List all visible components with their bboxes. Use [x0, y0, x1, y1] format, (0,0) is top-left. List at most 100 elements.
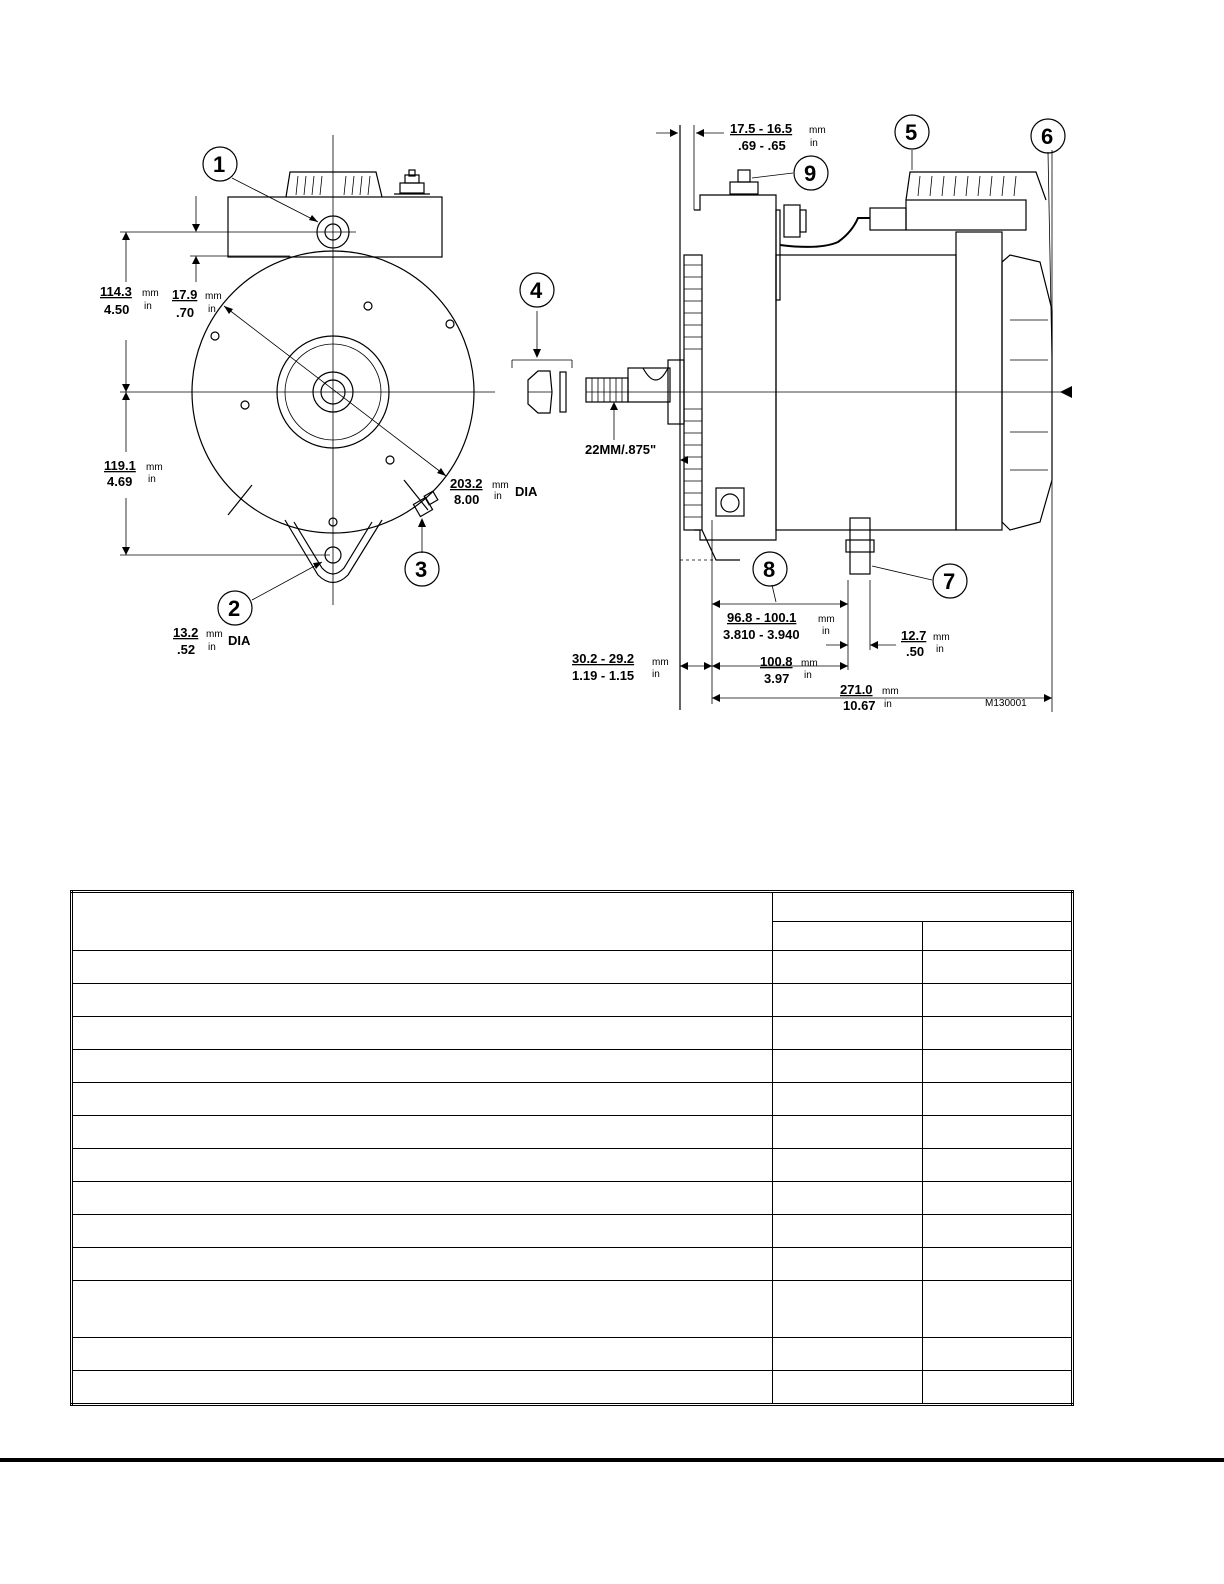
svg-text:5: 5	[905, 120, 917, 145]
svg-text:.69 - .65: .69 - .65	[738, 138, 786, 153]
table-row	[71, 950, 1074, 984]
dim-shaft-size: 22MM/.875"	[585, 442, 656, 457]
dim-diameter: 203.2 mm DIA 8.00 in	[450, 476, 538, 507]
svg-text:mm: mm	[206, 629, 223, 640]
alternator-dimension-drawing: 114.3 mm 4.50 in 17.9 mm .70 in 119.1 mm…	[100, 114, 1072, 713]
svg-text:4.50: 4.50	[104, 302, 129, 317]
svg-text:12.7: 12.7	[901, 628, 926, 643]
dim-30: 30.2 - 29.2 mm 1.19 - 1.15 in	[572, 651, 669, 683]
svg-text:in: in	[652, 669, 660, 680]
table-row	[71, 1337, 1074, 1371]
svg-text:17.9: 17.9	[172, 287, 197, 302]
table-row	[71, 1148, 1074, 1182]
dim-17: 17.9 mm .70 in	[172, 287, 222, 320]
svg-text:DIA: DIA	[515, 484, 538, 499]
table-header-cell	[921, 921, 1074, 951]
dim-100: 100.8 mm 3.97 in	[760, 654, 818, 686]
svg-text:13.2: 13.2	[173, 625, 198, 640]
side-regulator-fins	[905, 171, 1047, 231]
svg-text:1.19 - 1.15: 1.19 - 1.15	[572, 668, 634, 683]
svg-text:in: in	[822, 626, 830, 637]
side-terminal-stud	[729, 169, 807, 238]
callout-9: 9	[793, 155, 829, 191]
table-row	[71, 1082, 1074, 1116]
svg-text:DIA: DIA	[228, 633, 251, 648]
callout-4: 4	[519, 272, 555, 308]
dim-top-flange: 17.5 - 16.5 mm .69 - .65 in	[730, 121, 826, 153]
callout-8: 8	[752, 551, 788, 587]
svg-text:10.67: 10.67	[843, 698, 876, 713]
svg-text:in: in	[208, 304, 216, 315]
svg-text:mm: mm	[205, 291, 222, 302]
dim-12: 12.7 mm .50 in	[901, 628, 950, 659]
wire	[779, 217, 870, 248]
callout-7: 7	[932, 563, 968, 599]
svg-text:in: in	[884, 699, 892, 710]
svg-text:114.3: 114.3	[100, 284, 132, 299]
drawing-id: M130001	[985, 698, 1027, 709]
ground-terminal	[412, 490, 439, 518]
svg-text:in: in	[208, 642, 216, 653]
svg-text:7: 7	[943, 569, 955, 594]
svg-text:mm: mm	[801, 658, 818, 669]
table-header-cell	[71, 891, 773, 951]
svg-text:.70: .70	[176, 305, 194, 320]
side-view	[585, 125, 1072, 712]
svg-text:22MM/.875": 22MM/.875"	[585, 442, 656, 457]
svg-text:mm: mm	[146, 462, 163, 473]
table-row	[71, 1049, 1074, 1083]
svg-text:203.2: 203.2	[450, 476, 483, 491]
table-row	[71, 1016, 1074, 1050]
svg-text:8.00: 8.00	[454, 492, 479, 507]
svg-text:in: in	[494, 491, 502, 502]
svg-text:in: in	[810, 138, 818, 149]
svg-text:2: 2	[228, 596, 240, 621]
svg-text:4.69: 4.69	[107, 474, 132, 489]
spec-table	[70, 890, 1074, 1406]
callout-3: 3	[404, 551, 440, 587]
svg-text:30.2 - 29.2: 30.2 - 29.2	[572, 651, 634, 666]
svg-text:mm: mm	[818, 614, 835, 625]
svg-text:in: in	[936, 644, 944, 655]
svg-text:17.5 - 16.5: 17.5 - 16.5	[730, 121, 792, 136]
bottom-rule	[0, 1458, 1224, 1462]
table-header-cell	[771, 921, 923, 951]
dim-hole: 13.2 mm DIA .52 in	[173, 625, 251, 657]
svg-text:mm: mm	[809, 125, 826, 136]
front-view	[120, 135, 495, 605]
dim-119: 119.1 mm 4.69 in	[104, 458, 163, 489]
dim-114: 114.3 mm 4.50 in	[100, 284, 159, 317]
front-regulator-fins	[285, 171, 383, 198]
svg-text:mm: mm	[492, 480, 509, 491]
svg-text:in: in	[148, 474, 156, 485]
svg-text:mm: mm	[933, 632, 950, 643]
svg-text:8: 8	[763, 557, 775, 582]
svg-text:9: 9	[804, 161, 816, 186]
table-row	[71, 1247, 1074, 1281]
table-row	[71, 1370, 1074, 1405]
callout-2: 2	[217, 590, 253, 626]
front-terminal-stud	[394, 169, 430, 195]
table-row	[71, 1181, 1074, 1215]
svg-text:3: 3	[415, 557, 427, 582]
svg-text:3.97: 3.97	[764, 671, 789, 686]
svg-text:.52: .52	[177, 642, 195, 657]
fan-teeth	[683, 254, 703, 531]
table-row	[71, 1280, 1074, 1338]
svg-text:271.0: 271.0	[840, 682, 873, 697]
svg-text:3.810 - 3.940: 3.810 - 3.940	[723, 627, 800, 642]
callout-6: 6	[1030, 118, 1066, 154]
nut-and-washer	[511, 311, 573, 414]
table-row	[71, 1115, 1074, 1149]
svg-text:mm: mm	[142, 288, 159, 299]
svg-text:.50: .50	[906, 644, 924, 659]
front-housing-block	[227, 196, 443, 258]
table-header-row	[71, 891, 1074, 951]
svg-text:1: 1	[213, 152, 225, 177]
table-row	[71, 1214, 1074, 1248]
svg-text:96.8 - 100.1: 96.8 - 100.1	[727, 610, 796, 625]
svg-text:mm: mm	[652, 657, 669, 668]
svg-text:mm: mm	[882, 686, 899, 697]
dim-271: 271.0 mm 10.67 in	[840, 682, 899, 713]
shaft	[585, 377, 629, 403]
